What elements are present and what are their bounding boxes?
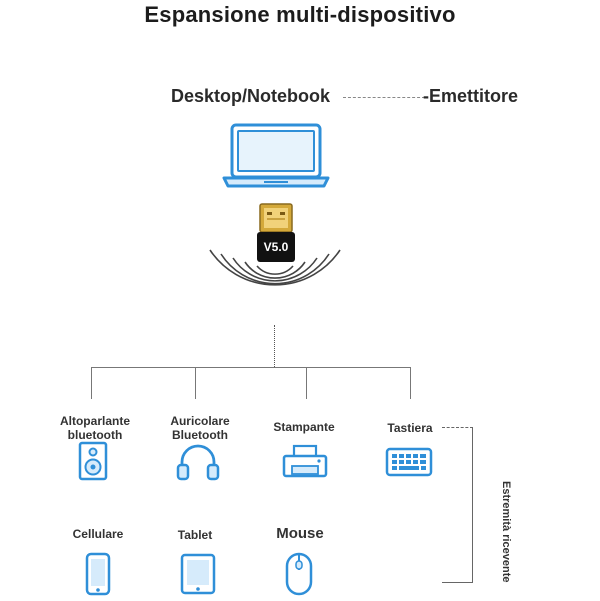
laptop-icon — [222, 123, 330, 188]
wireless-signal-icon — [209, 249, 341, 286]
tablet-icon — [180, 553, 216, 595]
device-label: Tablet — [177, 528, 213, 542]
device-label: Altoparlante bluetooth — [59, 414, 130, 442]
keyboard-icon — [385, 447, 433, 477]
printer-icon — [282, 444, 328, 478]
connector-drop — [91, 367, 92, 399]
usb-adapter-icon — [257, 203, 295, 262]
receivers-label: Estremità ricevente — [500, 481, 512, 583]
source-dotted-connector — [343, 97, 425, 98]
device-label: Cellulare — [72, 527, 124, 541]
adapter-version-label: V5.0 — [263, 240, 289, 254]
connector-drop — [195, 367, 196, 399]
connector-drop — [410, 367, 411, 399]
speaker-icon — [78, 441, 108, 481]
headphones-icon — [176, 444, 220, 481]
transmitter-label: -Emettitore — [423, 86, 519, 106]
device-connector-bar — [91, 367, 411, 368]
device-label: Auricolare Bluetooth — [170, 414, 230, 442]
connector-drop — [306, 367, 307, 399]
receivers-bracket — [442, 427, 473, 583]
adapter-drop-line — [274, 325, 275, 367]
source-device-label: Desktop/Notebook — [171, 86, 331, 106]
phone-icon — [85, 552, 111, 596]
mouse-icon — [285, 552, 313, 596]
device-label: Tastiera — [387, 421, 433, 435]
device-label: Stampante — [273, 420, 335, 434]
page-title: Espansione multi-dispositivo — [144, 2, 456, 27]
device-label: Mouse — [276, 525, 324, 542]
